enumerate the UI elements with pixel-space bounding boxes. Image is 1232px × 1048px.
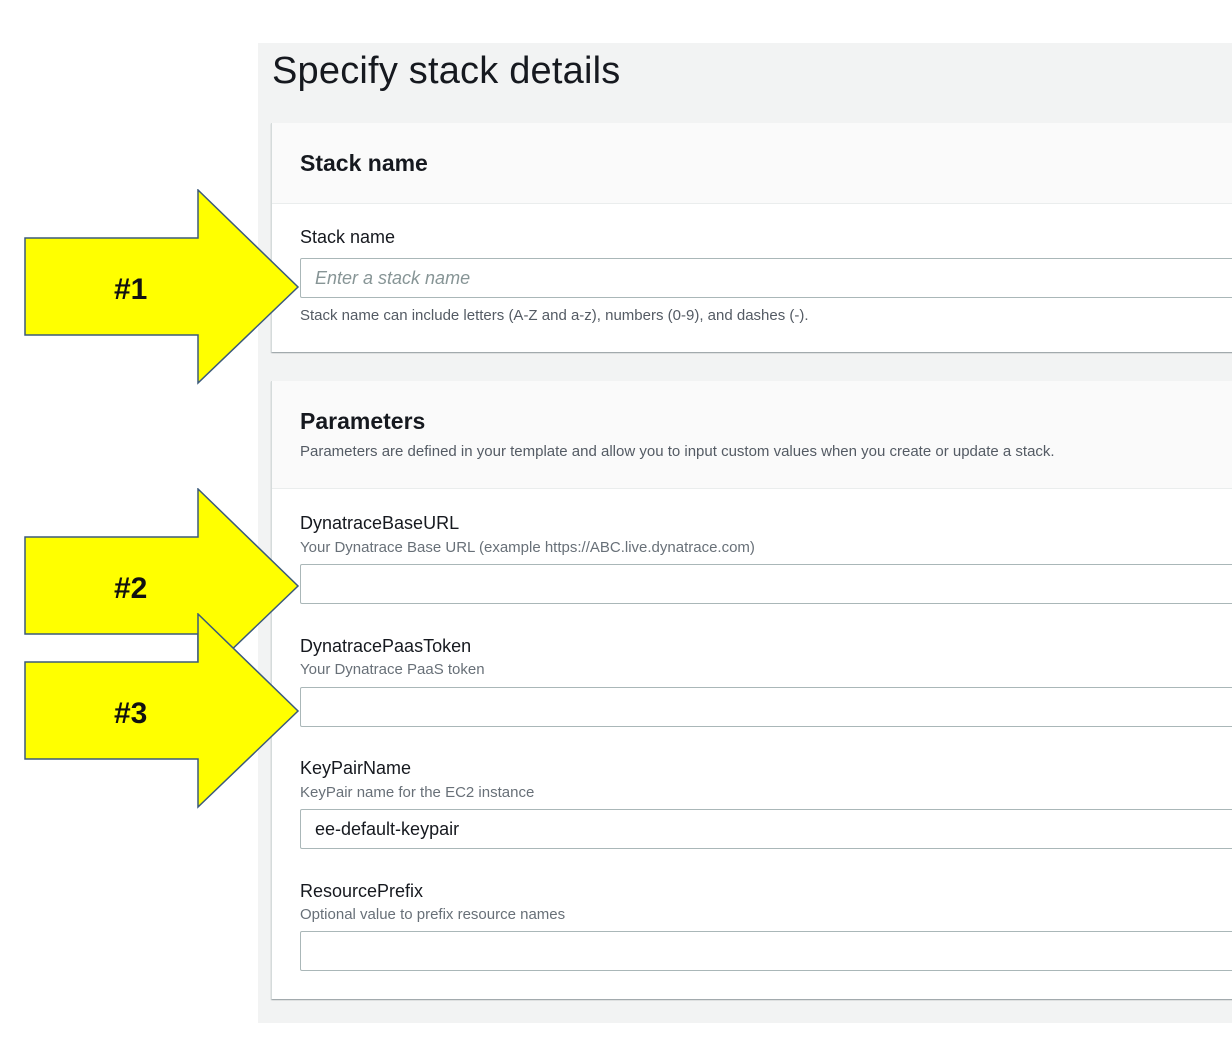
resource-prefix-input[interactable]	[300, 931, 1232, 971]
callout-arrow-3: #3	[24, 613, 300, 809]
stack-name-label: Stack name	[300, 227, 396, 247]
dynatrace-paas-token-input[interactable]	[300, 687, 1232, 727]
stack-name-heading: Stack name	[300, 150, 428, 176]
key-pair-name-label: KeyPairName	[300, 758, 412, 778]
dynatrace-paas-token-label: DynatracePaasToken	[300, 636, 472, 656]
dynatrace-base-url-description: Your Dynatrace Base URL (example https:/…	[300, 539, 755, 556]
dynatrace-paas-token-description: Your Dynatrace PaaS token	[300, 661, 485, 678]
parameters-panel: Parameters Parameters are defined in you…	[271, 381, 1232, 999]
stack-name-panel-header: Stack name	[272, 123, 1232, 204]
stack-name-hint: Stack name can include letters (A-Z and …	[300, 307, 809, 324]
callout-label-3: #3	[114, 697, 148, 730]
stack-name-input[interactable]	[300, 258, 1232, 298]
parameters-heading: Parameters	[300, 408, 426, 434]
arrow-right-icon	[24, 189, 300, 385]
callout-arrow-1: #1	[24, 189, 300, 385]
dynatrace-base-url-input[interactable]	[300, 564, 1232, 604]
dynatrace-base-url-label: DynatraceBaseURL	[300, 513, 460, 533]
parameters-description: Parameters are defined in your template …	[300, 443, 1055, 460]
stack-name-panel: Stack name Stack name Stack name can inc…	[271, 123, 1232, 352]
key-pair-name-description: KeyPair name for the EC2 instance	[300, 784, 535, 801]
parameters-panel-header: Parameters Parameters are defined in you…	[272, 381, 1232, 489]
arrow-right-icon	[24, 613, 300, 809]
key-pair-name-input[interactable]	[300, 809, 1232, 849]
page-title: Specify stack details	[272, 50, 621, 92]
callout-label-1: #1	[114, 273, 148, 306]
callout-arrow-2: #2	[24, 488, 300, 684]
resource-prefix-label: ResourcePrefix	[300, 881, 424, 901]
callout-label-2: #2	[114, 572, 148, 605]
arrow-right-icon	[24, 488, 300, 684]
resource-prefix-description: Optional value to prefix resource names	[300, 906, 566, 923]
